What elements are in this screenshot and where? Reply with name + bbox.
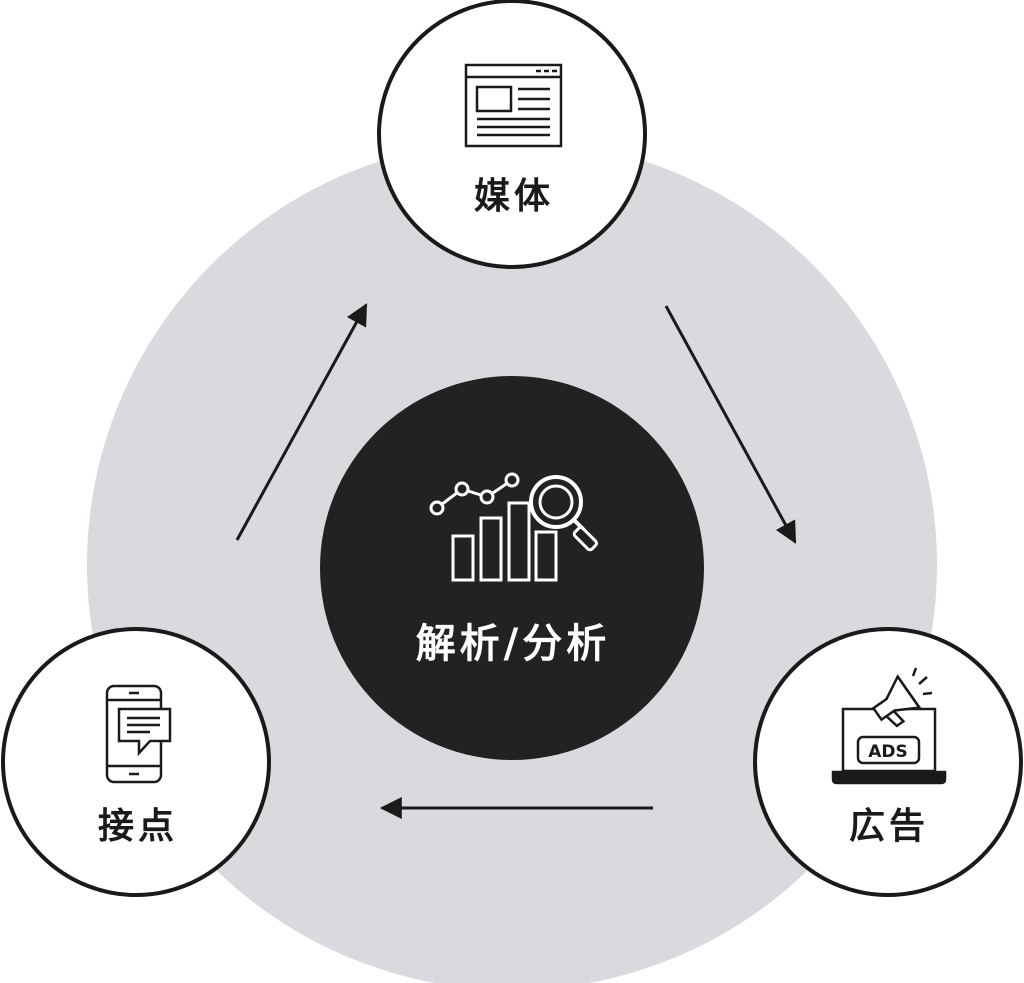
ads-badge: ADS <box>868 742 908 762</box>
node-ads: ADS 広告 <box>753 627 1023 897</box>
arrow-touchpoint-to-media <box>235 303 368 541</box>
media-label: 媒体 <box>474 176 554 217</box>
node-touchpoint: 接点 <box>1 627 271 897</box>
arrow-media-to-ads <box>664 305 797 544</box>
smartphone-chat-icon <box>105 684 172 784</box>
webpage-icon <box>464 63 563 148</box>
center-node: 解析/分析 <box>320 376 704 760</box>
center-label: 解析/分析 <box>416 621 611 667</box>
analytics-chart-icon <box>429 472 598 582</box>
node-media: 媒体 <box>377 0 647 269</box>
ads-label: 広告 <box>849 806 929 847</box>
touchpoint-label: 接点 <box>98 806 178 847</box>
laptop-megaphone-ads-icon <box>831 667 947 785</box>
